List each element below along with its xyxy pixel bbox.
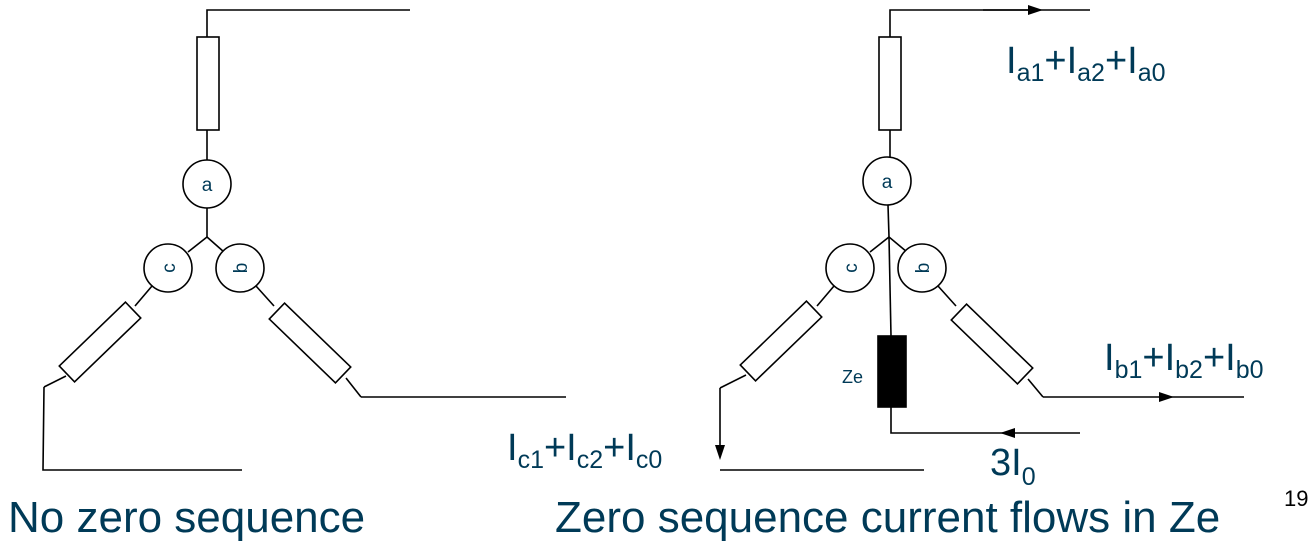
- right-phase-a-resistor: [878, 36, 902, 131]
- left-caption: No zero sequence: [8, 493, 365, 542]
- left-star-diagram: a c b: [42, 9, 566, 471]
- right-neutral-to-c: [869, 236, 890, 253]
- right-phase-c-resistor: [739, 300, 823, 382]
- right-neutral-return: [890, 407, 1080, 434]
- left-phase-a-line: [206, 9, 410, 37]
- right-neutral-down: [888, 236, 892, 337]
- right-phase-c-arrow: [715, 445, 725, 460]
- neutral-impedance-ze: [877, 335, 907, 408]
- right-caption: Zero sequence current flows in Ze: [555, 493, 1220, 542]
- right-phase-b-lead2: [1027, 378, 1044, 398]
- right-phase-a-arrow: [1028, 5, 1043, 15]
- left-neutral-to-b: [206, 236, 225, 253]
- right-phase-b-resistor: [950, 303, 1034, 385]
- phase-b-current-label: Ib1+Ib2+Ib0: [1104, 337, 1264, 384]
- left-phase-c-lead: [134, 285, 153, 307]
- left-phase-c-line: [42, 386, 242, 471]
- left-phase-a-resistor: [196, 36, 220, 131]
- right-phase-b-lead: [937, 285, 957, 307]
- left-phase-c-resistor: [58, 301, 142, 383]
- right-phase-c-lead: [816, 285, 835, 307]
- right-neutral-link: [887, 204, 890, 238]
- right-phase-a-line: [889, 9, 1090, 37]
- left-phase-c-lead2: [43, 375, 67, 388]
- neutral-current-label: 3I0: [990, 442, 1036, 491]
- right-star-diagram: a c b Ze Ia1+Ia2+Ia0 Ib1+Ib2+Ib0: [507, 5, 1264, 491]
- left-neutral-to-c: [187, 236, 208, 253]
- right-phase-c-lead2: [719, 374, 747, 389]
- right-winding-c-label: c: [841, 263, 862, 273]
- right-winding-a-label: a: [882, 172, 893, 193]
- left-phase-b-lead: [255, 285, 275, 307]
- left-phase-b-resistor: [268, 302, 352, 384]
- left-winding-b: [215, 243, 265, 293]
- neutral-impedance-label: Ze: [842, 367, 863, 387]
- left-winding-c-label: c: [159, 263, 180, 273]
- left-winding-b-label: b: [231, 263, 252, 274]
- right-neutral-arrow: [1000, 428, 1015, 438]
- left-phase-b-lead2: [345, 377, 362, 398]
- right-winding-b: [897, 243, 947, 293]
- right-neutral-to-b: [888, 236, 908, 253]
- right-winding-b-label: b: [913, 263, 934, 274]
- left-winding-a-label: a: [202, 175, 213, 196]
- phase-c-current-label: Ic1+Ic2+Ic0: [507, 427, 662, 474]
- right-winding-c: [825, 243, 875, 293]
- right-winding-a: [862, 156, 912, 206]
- right-phase-b-arrow: [1159, 392, 1174, 402]
- left-winding-c: [143, 243, 193, 293]
- phase-a-current-label: Ia1+Ia2+Ia0: [1006, 40, 1166, 87]
- page-number: 19: [1284, 486, 1308, 511]
